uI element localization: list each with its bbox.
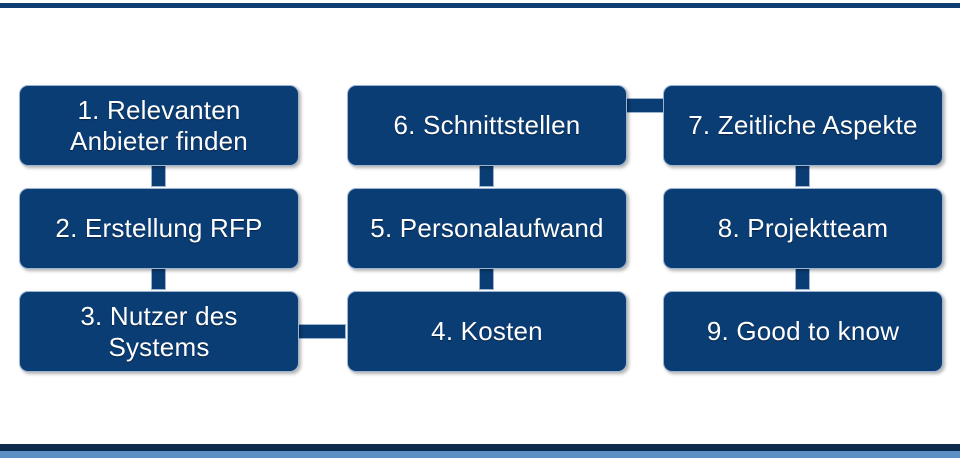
process-box-4-label: 4. Kosten [431,316,543,347]
process-box-9-label: 9. Good to know [706,316,900,347]
top-accent-rule [0,3,960,8]
process-box-6-schnittstellen[interactable]: 6. Schnittstellen [347,85,627,166]
process-box-8-projektteam[interactable]: 8. Projektteam [663,188,943,269]
process-box-3-label: 3. Nutzer des Systems [80,300,238,362]
process-box-6-label: 6. Schnittstellen [393,110,581,141]
process-box-2-label: 2. Erstellung RFP [55,213,263,244]
process-box-5-label: 5. Personalaufwand [370,213,604,244]
process-box-1-relevante-anbieter-finden[interactable]: 1. Relevanten Anbieter finden [19,85,299,166]
process-box-5-personalaufwand[interactable]: 5. Personalaufwand [347,188,627,269]
bottom-accent-rule-light [0,451,960,458]
bottom-accent-rule-dark [0,444,960,451]
process-box-1-label: 1. Relevanten Anbieter finden [70,94,248,156]
process-box-8-label: 8. Projektteam [717,213,889,244]
process-box-9-good-to-know[interactable]: 9. Good to know [663,291,943,372]
connector-box3-box4 [294,324,346,339]
process-box-4-kosten[interactable]: 4. Kosten [347,291,627,372]
process-box-2-erstellung-rfp[interactable]: 2. Erstellung RFP [19,188,299,269]
process-box-7-zeitliche-aspekte[interactable]: 7. Zeitliche Aspekte [663,85,943,166]
process-box-7-label: 7. Zeitliche Aspekte [688,110,918,141]
process-box-3-nutzer-des-systems[interactable]: 3. Nutzer des Systems [19,291,299,372]
